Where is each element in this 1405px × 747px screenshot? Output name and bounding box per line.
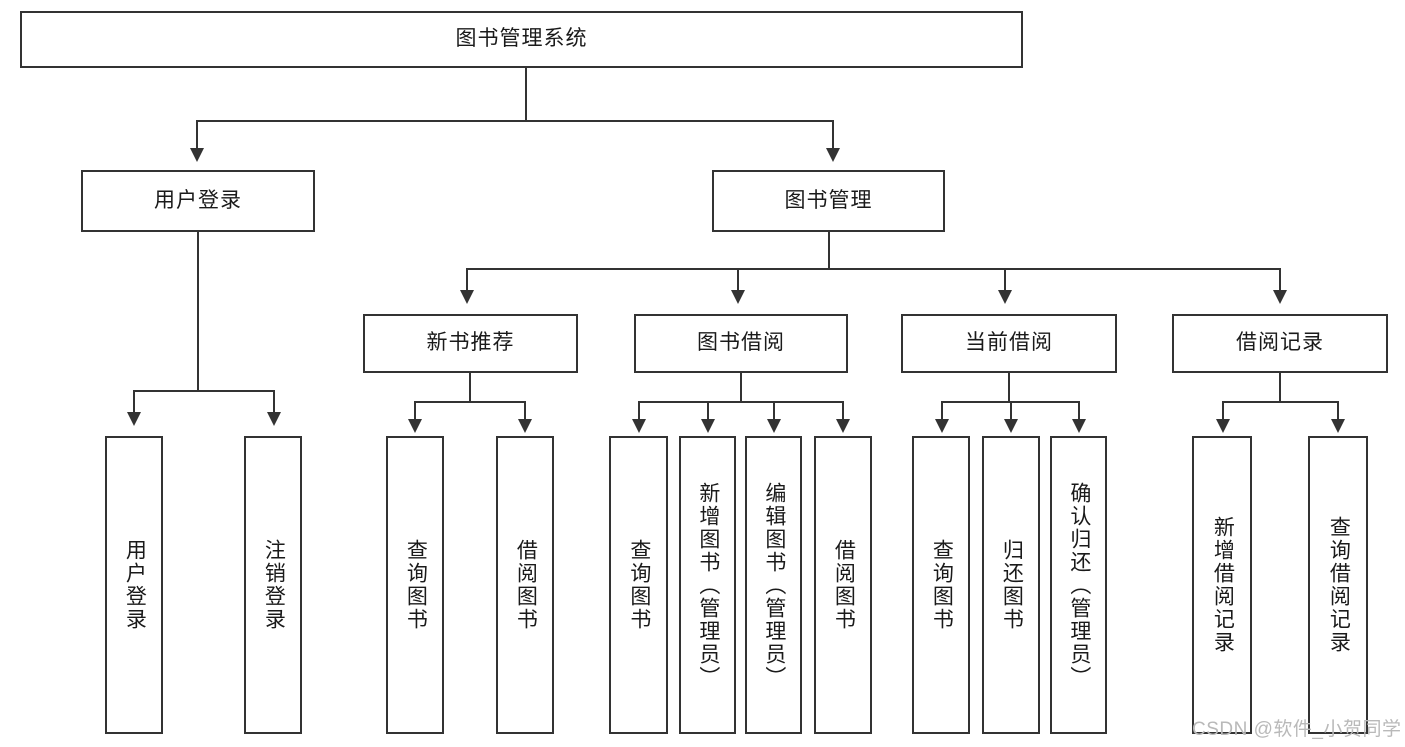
leaf-label: 借阅图书 <box>514 539 538 631</box>
edge-to-borrow-record <box>1279 268 1281 292</box>
edge-root-stem <box>525 68 527 122</box>
node-label: 图书借阅 <box>697 331 785 355</box>
leaf-label: 借阅图书 <box>832 539 856 631</box>
edge-to-book-borrow <box>737 268 739 292</box>
arrowhead-leaf-borrow-book-1 <box>518 419 532 433</box>
csdn-watermark: CSDN @软件_小贺同学 <box>1192 719 1402 740</box>
edge-current-borrow-drop-3 <box>1078 401 1080 421</box>
leaf-edit-book[interactable]: 编辑图书（管理员） <box>745 436 802 734</box>
edge-new-book-bus <box>414 401 526 403</box>
arrowhead-user-login <box>190 148 204 162</box>
leaf-label: 新增图书（管理员） <box>696 481 720 689</box>
node-book-manage[interactable]: 图书管理 <box>712 170 945 232</box>
leaf-label: 用户登录 <box>123 539 147 631</box>
leaf-confirm-return[interactable]: 确认归还（管理员） <box>1050 436 1107 734</box>
leaf-label: 查询图书 <box>404 539 428 631</box>
arrowhead-borrow-record <box>1273 290 1287 304</box>
edge-user-login-stem <box>197 232 199 392</box>
edge-book-borrow-drop-2 <box>707 401 709 421</box>
leaf-label: 确认归还（管理员） <box>1067 481 1091 689</box>
leaf-query-book-current[interactable]: 查询图书 <box>912 436 970 734</box>
edge-root-to-user-login <box>196 120 198 150</box>
arrowhead-leaf-query-book-3 <box>935 419 949 433</box>
arrowhead-book-manage <box>826 148 840 162</box>
node-new-book-recommend[interactable]: 新书推荐 <box>363 314 578 373</box>
arrowhead-leaf-query-record <box>1331 419 1345 433</box>
edge-new-book-stem <box>469 373 471 403</box>
edge-current-borrow-drop-1 <box>941 401 943 421</box>
arrowhead-leaf-edit-book <box>767 419 781 433</box>
arrowhead-leaf-confirm-return <box>1072 419 1086 433</box>
node-borrow-record[interactable]: 借阅记录 <box>1172 314 1388 373</box>
leaf-query-book-borrow[interactable]: 查询图书 <box>609 436 668 734</box>
edge-book-borrow-drop-1 <box>638 401 640 421</box>
edge-borrow-record-bus <box>1222 401 1339 403</box>
edge-borrow-record-drop-2 <box>1337 401 1339 421</box>
edge-borrow-record-drop-1 <box>1222 401 1224 421</box>
arrowhead-leaf-logout-login <box>267 412 281 426</box>
edge-root-bus <box>196 120 834 122</box>
leaf-return-book[interactable]: 归还图书 <box>982 436 1040 734</box>
node-label: 图书管理 <box>784 188 873 212</box>
node-label: 当前借阅 <box>965 331 1053 355</box>
edge-user-login-drop-1 <box>133 390 135 414</box>
arrowhead-leaf-return-book <box>1004 419 1018 433</box>
node-user-login[interactable]: 用户登录 <box>81 170 315 232</box>
leaf-label: 注销登录 <box>262 539 286 631</box>
edge-book-manage-stem <box>828 232 830 270</box>
arrowhead-new-book-recommend <box>460 290 474 304</box>
leaf-query-borrow-record[interactable]: 查询借阅记录 <box>1308 436 1368 734</box>
leaf-query-book-recommend[interactable]: 查询图书 <box>386 436 444 734</box>
edge-root-to-book-manage <box>832 120 834 150</box>
edge-to-new-book-recommend <box>466 268 468 292</box>
arrowhead-current-borrow <box>998 290 1012 304</box>
edge-book-borrow-bus <box>638 401 844 403</box>
node-label: 借阅记录 <box>1236 331 1324 355</box>
edge-to-current-borrow <box>1004 268 1006 292</box>
node-label: 图书管理系统 <box>455 27 588 51</box>
leaf-borrow-book-recommend[interactable]: 借阅图书 <box>496 436 554 734</box>
leaf-label: 新增借阅记录 <box>1211 516 1235 654</box>
arrowhead-leaf-user-login <box>127 412 141 426</box>
edge-current-borrow-drop-2 <box>1010 401 1012 421</box>
leaf-label: 编辑图书（管理员） <box>762 481 786 689</box>
arrowhead-book-borrow <box>731 290 745 304</box>
leaf-borrow-book-borrow[interactable]: 借阅图书 <box>814 436 872 734</box>
edge-user-login-drop-2 <box>273 390 275 414</box>
arrowhead-leaf-borrow-book-2 <box>836 419 850 433</box>
edge-new-book-drop-2 <box>524 401 526 421</box>
leaf-user-login[interactable]: 用户登录 <box>105 436 163 734</box>
arrowhead-leaf-query-book-2 <box>632 419 646 433</box>
leaf-add-borrow-record[interactable]: 新增借阅记录 <box>1192 436 1252 734</box>
arrowhead-leaf-add-book <box>701 419 715 433</box>
leaf-label: 查询图书 <box>930 539 954 631</box>
node-label: 用户登录 <box>154 188 242 212</box>
arrowhead-leaf-add-record <box>1216 419 1230 433</box>
edge-user-login-bus <box>133 390 275 392</box>
edge-book-borrow-stem <box>740 373 742 403</box>
leaf-label: 归还图书 <box>1000 539 1024 631</box>
edge-borrow-record-stem <box>1279 373 1281 403</box>
edge-current-borrow-stem <box>1008 373 1010 403</box>
edge-book-manage-bus <box>466 268 1280 270</box>
leaf-label: 查询借阅记录 <box>1327 516 1351 654</box>
edge-book-borrow-drop-3 <box>773 401 775 421</box>
leaf-label: 查询图书 <box>627 539 651 631</box>
node-label: 新书推荐 <box>426 331 515 355</box>
node-root-system[interactable]: 图书管理系统 <box>20 11 1023 68</box>
node-current-borrow[interactable]: 当前借阅 <box>901 314 1117 373</box>
arrowhead-leaf-query-book-1 <box>408 419 422 433</box>
leaf-add-book[interactable]: 新增图书（管理员） <box>679 436 736 734</box>
edge-new-book-drop-1 <box>414 401 416 421</box>
edge-book-borrow-drop-4 <box>842 401 844 421</box>
node-book-borrow[interactable]: 图书借阅 <box>634 314 848 373</box>
leaf-logout-login[interactable]: 注销登录 <box>244 436 302 734</box>
